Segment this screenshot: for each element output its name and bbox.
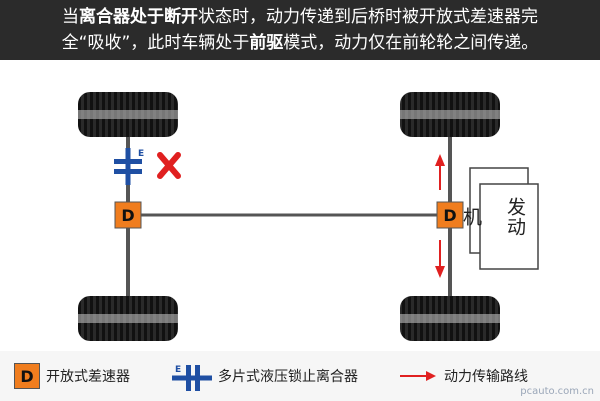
header-banner: 当离合器处于断开状态时，动力传递到后桥时被开放式差速器完 全“吸收”，此时车辆处… — [0, 0, 600, 60]
legend-clutch-mark: E — [175, 365, 181, 375]
clutch-mark-label: E — [138, 149, 144, 159]
banner-line-2: 全“吸收”，此时车辆处于前驱模式，动力仅在前轮轮之间传递。 — [0, 32, 600, 54]
legend-clutch-icon: E — [172, 365, 212, 391]
legend-clutch-text: 多片式液压锁止离合器 — [218, 369, 358, 385]
banner-bold-text: 离合器处于断开 — [79, 7, 198, 27]
engine-block — [469, 167, 539, 270]
power-arrow-down-icon — [435, 240, 445, 278]
legend: D 开放式差速器 E 多片式液压锁止离合器 动力传输路线 pcauto.com.… — [0, 351, 600, 401]
clutch-icon: E — [114, 148, 144, 185]
wheel-rear-bottom — [78, 296, 178, 341]
differential-right-box — [436, 201, 464, 229]
differential-left-box — [114, 201, 142, 229]
banner-text: 模式，动力仅在前轮轮之间传递。 — [283, 33, 539, 53]
disconnected-x-icon — [157, 152, 181, 179]
legend-item-differential: D 开放式差速器 — [14, 361, 130, 391]
banner-text: 全“吸收”，此时车辆处于 — [61, 33, 250, 53]
drivetrain-diagram: E D D — [78, 92, 539, 341]
engine-label: 发动机 — [460, 197, 526, 237]
differential-right-label: D — [443, 206, 456, 225]
banner-line-1: 当离合器处于断开状态时，动力传递到后桥时被开放式差速器完 — [0, 6, 600, 28]
watermark: pcauto.com.cn — [520, 386, 594, 397]
legend-arrow-icon — [400, 371, 436, 381]
legend-arrow-text: 动力传输路线 — [444, 369, 528, 385]
wheel-front-top — [400, 92, 500, 137]
legend-differential-text: 开放式差速器 — [46, 369, 130, 385]
banner-text: 状态时，动力传递到后桥时被开放式差速器完 — [198, 7, 538, 27]
banner-text: 当 — [62, 7, 79, 27]
legend-differential-icon: D — [14, 363, 40, 389]
differential-left-label: D — [121, 206, 134, 225]
legend-item-arrow: 动力传输路线 — [398, 361, 528, 391]
legend-item-clutch: E 多片式液压锁止离合器 — [172, 361, 358, 391]
banner-bold-text: 前驱 — [249, 33, 284, 53]
wheel-rear-top — [78, 92, 178, 137]
power-arrow-up-icon — [435, 154, 445, 190]
wheel-front-bottom — [400, 296, 500, 341]
